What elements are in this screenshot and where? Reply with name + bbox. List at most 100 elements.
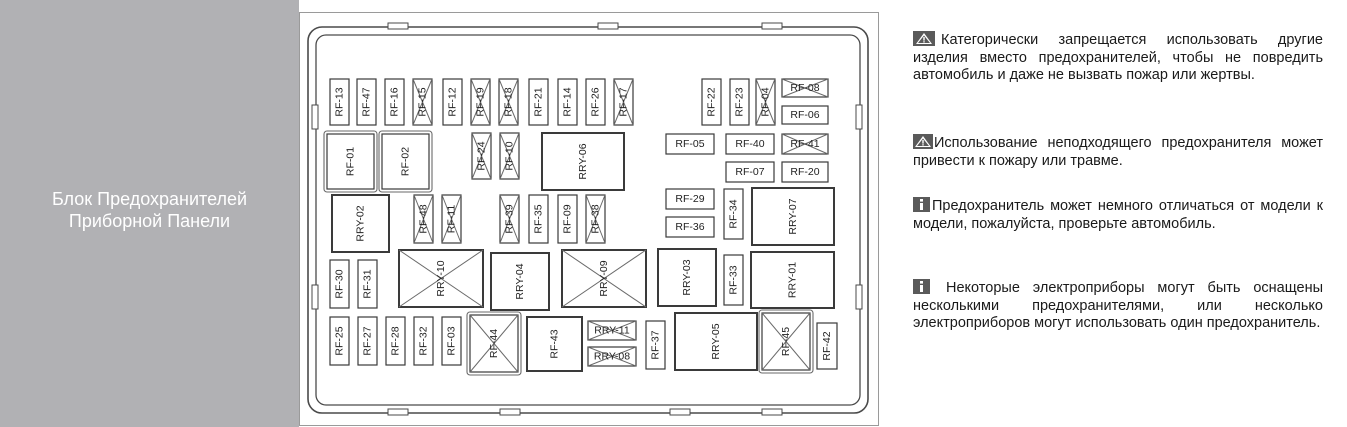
fuse-label: RF-14 [562,87,574,116]
fuse-box-title-line2: Приборной Панели [68,211,231,231]
fuse-rf27: RF-27 [357,316,378,366]
fuse-label: RF-47 [361,87,373,116]
fuse-rf10: RF-10 [499,132,520,180]
fuse-label: RF-08 [790,82,819,94]
fuse-label: RF-28 [390,326,402,355]
fuse-label: RF-24 [476,141,488,170]
fuse-label: RF-31 [362,269,374,298]
fuse-rry03: RRY-03 [657,248,717,307]
note-4: Некоторые электроприборы могут быть осна… [913,279,1323,333]
fuse-rf14: RF-14 [557,78,578,126]
fuse-rry09: RRY-09 [561,249,647,308]
fuse-rf31: RF-31 [357,259,378,309]
fuse-rry08: RRY-08 [587,346,637,367]
fuse-rf16: RF-16 [384,78,405,126]
fuse-rry04: RRY-04 [490,252,550,311]
fuse-rf03: RF-03 [441,316,462,366]
fuse-label: RF-03 [446,326,458,355]
fuse-label: RF-07 [735,166,764,178]
fuse-rry11: RRY-11 [587,320,637,341]
fuse-rf40: RF-40 [725,133,775,155]
fuse-rf04: RF-04 [755,78,776,126]
fuse-label: RF-19 [475,87,487,116]
side-panel: Блок Предохранителей Приборной Панели [0,0,299,427]
warning-triangle-icon [913,134,933,149]
fuse-rf34: RF-34 [723,188,744,240]
fuse-label: RRY-07 [787,198,799,234]
fuse-rf33: RF-33 [723,254,744,306]
fuse-label: RF-25 [334,326,346,355]
fuse-label: RRY-08 [594,351,630,363]
fuse-rf29: RF-29 [665,188,715,210]
fuse-label: RF-10 [504,141,516,170]
info-icon [913,279,930,294]
fuse-rf26: RF-26 [585,78,606,126]
fuse-rf25: RF-25 [329,316,350,366]
fuse-label: RF-04 [760,87,772,116]
fuse-rf32: RF-32 [413,316,434,366]
fuse-rf45: RF-45 [758,309,814,374]
fuse-label: RF-22 [706,87,718,116]
fuse-rf39: RF-39 [499,194,520,244]
fuse-label: RF-30 [334,269,346,298]
fuse-label: RF-48 [418,204,430,233]
fuse-rf05: RF-05 [665,133,715,155]
fuse-label: RF-05 [675,138,704,150]
note-1: Категорически запрещается использовать д… [913,31,1323,85]
info-icon [913,197,930,212]
fuse-rf37: RF-37 [645,320,666,370]
fuse-rf01: RF-01 [323,130,378,193]
fuse-rf36: RF-36 [665,216,715,238]
fuse-label: RF-20 [790,166,819,178]
fuse-label: RF-41 [790,138,819,150]
fuse-label: RF-02 [400,147,412,176]
fuse-label: RF-33 [728,265,740,294]
fuse-rf22: RF-22 [701,78,722,126]
fuse-label: RRY-04 [514,263,526,299]
fuse-rf19: RF-19 [470,78,491,126]
fuse-label: RF-39 [504,204,516,233]
fuse-rf28: RF-28 [385,316,406,366]
fuse-rf06: RF-06 [781,105,829,125]
fuse-rf11: RF-11 [441,194,462,244]
fuse-label: RF-12 [447,87,459,116]
fuse-rry05: RRY-05 [674,312,758,371]
fuse-label: RF-01 [345,147,357,176]
fuse-label: RF-29 [675,193,704,205]
note-4-text: Некоторые электроприборы могут быть осна… [913,280,1323,331]
fuse-label: RF-15 [417,87,429,116]
fuse-label: RRY-06 [577,143,589,179]
fuse-rf43: RF-43 [526,316,583,372]
fuse-rf13: RF-13 [329,78,350,126]
fuse-label: RF-32 [418,326,430,355]
fuse-rry06: RRY-06 [541,132,625,191]
fuse-rf08: RF-08 [781,78,829,98]
fuse-label: RF-44 [488,329,500,358]
fuse-label: RRY-03 [681,259,693,295]
fuse-label: RF-17 [618,87,630,116]
warning-triangle-icon [913,31,935,46]
fuse-rry07: RRY-07 [751,187,835,246]
fuse-label: RF-37 [650,330,662,359]
fuse-label: RRY-05 [710,323,722,359]
note-2: Использование неподходящего предохраните… [913,134,1323,170]
fuse-label: RRY-02 [355,205,367,241]
fuse-rf24: RF-24 [471,132,492,180]
fuse-rf38: RF-38 [585,194,606,244]
fuse-label: RRY-10 [435,260,447,296]
fuse-label: RF-45 [780,327,792,356]
fuse-rf20: RF-20 [781,161,829,183]
fuse-label: RRY-11 [594,325,630,337]
fuse-box-title-line1: Блок Предохранителей [51,189,248,209]
fuse-label: RF-36 [675,221,704,233]
fuse-label: RF-27 [362,326,374,355]
fuse-rf48: RF-48 [413,194,434,244]
fuse-label: RF-23 [734,87,746,116]
fuse-rry01: RRY-01 [750,251,835,309]
fuse-label: RF-16 [389,87,401,116]
fuse-label: RF-35 [533,204,545,233]
fuse-rf44: RF-44 [466,311,522,376]
fuse-rry10: RRY-10 [398,249,484,308]
